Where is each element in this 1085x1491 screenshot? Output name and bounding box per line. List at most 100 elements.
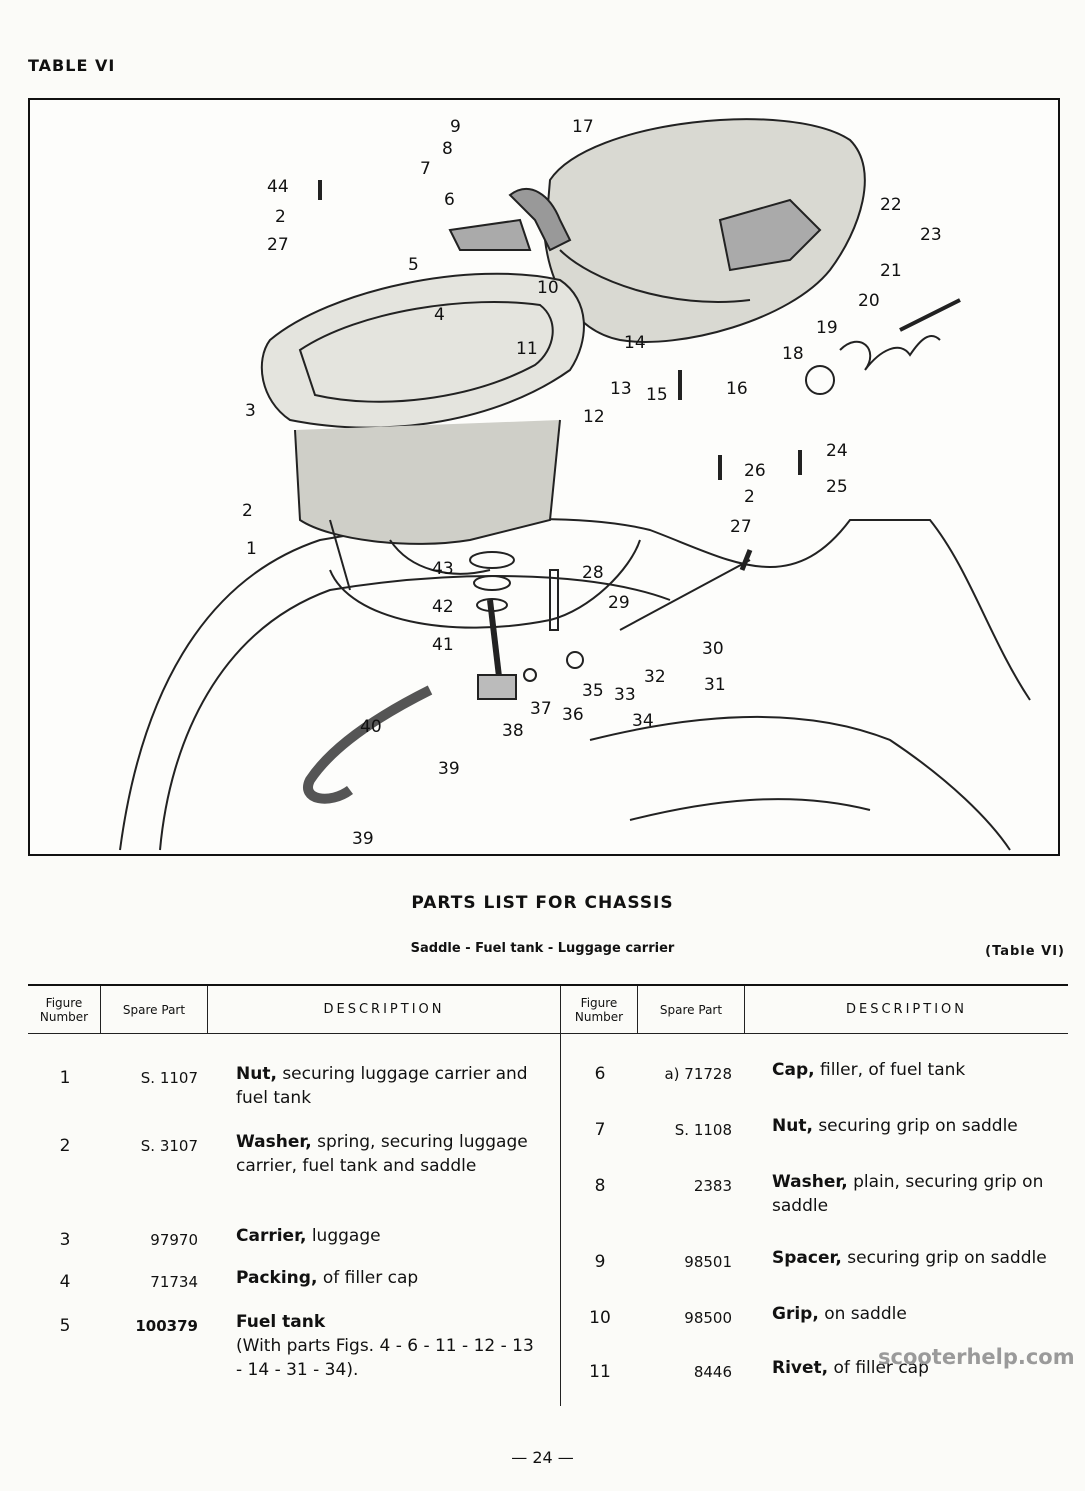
parts-table: Figure Number Spare Part DESCRIPTION Fig… [28, 984, 1068, 1406]
row-11-part-name: Rivet, [772, 1358, 829, 1378]
svg-text:3: 3 [245, 401, 256, 421]
svg-text:39: 39 [438, 759, 460, 779]
row-9-part-name: Spacer, [772, 1248, 842, 1268]
row-4-part-name: Packing, [236, 1268, 318, 1288]
watermark: scooterhelp.com [878, 1345, 1075, 1369]
row-1-part-detail: securing luggage carrier and fuel tank [236, 1064, 528, 1108]
row-1-description: Nut, securing luggage carrier and fuel t… [236, 1062, 536, 1110]
row-2-figure: 2 [59, 1136, 71, 1156]
svg-text:24: 24 [826, 441, 848, 461]
row-7-figure: 7 [594, 1120, 606, 1140]
svg-text:5: 5 [408, 255, 419, 275]
svg-text:31: 31 [704, 675, 726, 695]
header-figure-number-left: Figure Number [28, 986, 100, 1034]
svg-text:2: 2 [242, 501, 253, 521]
row-9-part-detail: securing grip on saddle [847, 1248, 1047, 1268]
row-3-part-name: Carrier, [236, 1226, 307, 1246]
svg-text:19: 19 [816, 318, 838, 338]
column-rule [207, 986, 208, 1034]
row-8-part-name: Washer, [772, 1172, 848, 1192]
row-3-description: Carrier, luggage [236, 1224, 536, 1248]
row-10-figure: 10 [589, 1308, 611, 1328]
svg-text:30: 30 [702, 639, 724, 659]
svg-text:32: 32 [644, 667, 666, 687]
svg-text:20: 20 [858, 291, 880, 311]
row-10-part-name: Grip, [772, 1304, 819, 1324]
row-1-spare-part: S. 1107 [140, 1069, 198, 1087]
row-2-description: Washer, spring, securing luggage carrier… [236, 1130, 536, 1178]
svg-text:18: 18 [782, 344, 804, 364]
svg-text:15: 15 [646, 385, 668, 405]
svg-text:9: 9 [450, 117, 461, 137]
row-5-part-detail: (With parts Figs. 4 - 6 - 11 - 12 - 13 -… [236, 1336, 534, 1380]
svg-text:27: 27 [267, 235, 289, 255]
svg-text:11: 11 [516, 339, 538, 359]
header-spare-part-right: Spare Part [638, 986, 744, 1034]
svg-text:29: 29 [608, 593, 630, 613]
page-number: — 24 — [511, 1448, 574, 1467]
row-2-spare-part: S. 3107 [140, 1137, 198, 1155]
svg-text:34: 34 [632, 711, 654, 731]
svg-text:6: 6 [444, 190, 455, 210]
svg-text:41: 41 [432, 635, 454, 655]
row-11-part-detail: of filler cap [833, 1358, 929, 1378]
column-rule [560, 986, 561, 1406]
svg-text:36: 36 [562, 705, 584, 725]
svg-text:28: 28 [582, 563, 604, 583]
column-rule [100, 986, 101, 1034]
svg-text:42: 42 [432, 597, 454, 617]
header-spare-part-left: Spare Part [101, 986, 207, 1034]
row-8-description: Washer, plain, securing grip on saddle [772, 1170, 1072, 1218]
svg-text:4: 4 [434, 305, 445, 325]
row-6-part-name: Cap, [772, 1060, 815, 1080]
svg-text:1: 1 [246, 539, 257, 559]
svg-text:10: 10 [537, 278, 559, 298]
row-11-figure: 11 [589, 1362, 611, 1382]
header-description-right: DESCRIPTION [745, 986, 1068, 1034]
svg-text:17: 17 [572, 117, 594, 137]
row-5-spare-part: 100379 [135, 1317, 198, 1335]
row-11-spare-part: 8446 [693, 1363, 732, 1381]
svg-text:22: 22 [880, 195, 902, 215]
row-1-part-name: Nut, [236, 1064, 277, 1084]
row-7-part-detail: securing grip on saddle [818, 1116, 1018, 1136]
svg-text:39: 39 [352, 829, 374, 849]
svg-text:33: 33 [614, 685, 636, 705]
table-label: TABLE VI [28, 56, 116, 75]
svg-text:43: 43 [432, 559, 454, 579]
parts-list-title: PARTS LIST FOR CHASSIS [411, 893, 674, 913]
row-5-figure: 5 [59, 1316, 71, 1336]
svg-text:25: 25 [826, 477, 848, 497]
row-7-spare-part: S. 1108 [674, 1121, 732, 1139]
table-reference: (Table VI) [985, 944, 1065, 959]
row-2-part-detail: spring, securing luggage carrier, fuel t… [236, 1132, 528, 1176]
row-9-spare-part: 98501 [684, 1253, 732, 1271]
exploded-view-drawing: 44 2 27 5 6 9 8 7 17 10 4 11 14 13 12 15… [119, 117, 1031, 851]
row-8-figure: 8 [594, 1176, 606, 1196]
svg-text:2: 2 [275, 207, 286, 227]
row-4-figure: 4 [59, 1272, 71, 1292]
row-6-spare-part: a) 71728 [664, 1065, 732, 1083]
row-6-part-detail: filler, of fuel tank [819, 1060, 966, 1080]
svg-text:2: 2 [744, 487, 755, 507]
svg-text:7: 7 [420, 159, 431, 179]
exploded-diagram: 44 2 27 5 6 9 8 7 17 10 4 11 14 13 12 15… [28, 98, 1060, 856]
row-4-description: Packing, of filler cap [236, 1266, 536, 1290]
svg-text:37: 37 [530, 699, 552, 719]
row-8-part-detail: plain, securing grip on saddle [772, 1172, 1044, 1216]
svg-text:16: 16 [726, 379, 748, 399]
svg-text:8: 8 [442, 139, 453, 159]
row-3-figure: 3 [59, 1230, 71, 1250]
svg-text:14: 14 [624, 333, 646, 353]
column-rule [637, 986, 638, 1034]
row-10-part-detail: on saddle [824, 1304, 907, 1324]
row-9-description: Spacer, securing grip on saddle [772, 1246, 1072, 1270]
row-2-part-name: Washer, [236, 1132, 312, 1152]
row-10-description: Grip, on saddle [772, 1302, 1072, 1326]
row-1-figure: 1 [59, 1068, 71, 1088]
row-4-part-detail: of filler cap [322, 1268, 419, 1288]
svg-text:23: 23 [920, 225, 942, 245]
row-3-spare-part: 97970 [150, 1231, 198, 1249]
header-figure-number-right: Figure Number [561, 986, 637, 1034]
row-8-spare-part: 2383 [693, 1177, 732, 1195]
